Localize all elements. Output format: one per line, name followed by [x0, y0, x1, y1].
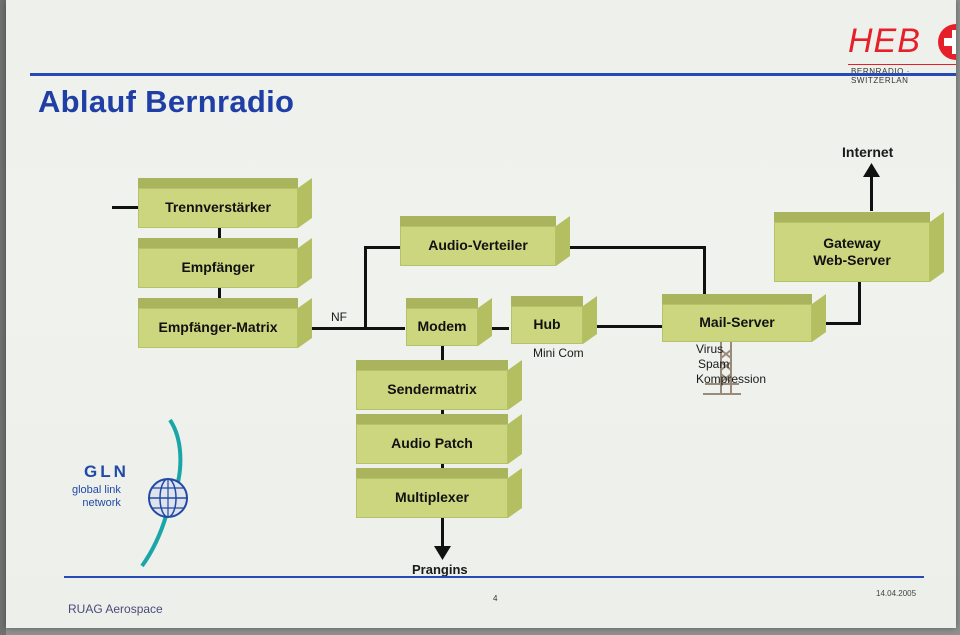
box-label-line2: Web-Server — [813, 252, 891, 268]
link-empf-matrix — [218, 284, 221, 298]
box-label: Mail-Server — [699, 314, 775, 331]
label-spam: Spam — [698, 357, 730, 371]
box-modem: Modem — [406, 298, 478, 346]
label-virus: Virus — [696, 342, 724, 356]
label-kompression: Kompression — [696, 372, 767, 386]
label-internet: Internet — [842, 144, 894, 160]
link-mail-gateway-v — [858, 282, 861, 325]
arrow-up-icon — [863, 163, 880, 177]
link-modem-hub — [479, 327, 509, 330]
page-title: Ablauf Bernradio — [38, 84, 295, 119]
box-hub: Hub — [511, 296, 583, 344]
link-trenn-empf — [218, 224, 221, 238]
link-internet — [870, 175, 873, 211]
header-rule — [30, 73, 956, 76]
logo-underline — [848, 64, 956, 65]
footer-page-number: 4 — [493, 594, 498, 603]
box-label: Empfänger — [181, 259, 255, 276]
box-sendermatrix: Sendermatrix — [356, 360, 508, 410]
antenna-tower-icon — [703, 342, 741, 395]
box-audio-patch: Audio Patch — [356, 414, 508, 464]
arrow-down-icon — [434, 546, 451, 560]
box-label: Trennverstärker — [165, 199, 271, 216]
box-label: Multiplexer — [395, 489, 469, 506]
swiss-cross-icon — [938, 24, 956, 60]
link-nf-vertical — [364, 246, 367, 329]
mail-features: Virus Spam Kompression — [696, 342, 766, 387]
box-label: Empfänger-Matrix — [158, 319, 278, 336]
gln-title: GLN — [84, 462, 129, 481]
gln-line1: global link — [72, 484, 121, 496]
heb-logo-text: HEB — [848, 22, 921, 60]
box-label: Audio Patch — [391, 435, 473, 452]
gln-line2: network — [82, 496, 121, 509]
box-trennverstaerker: Trennverstärker — [138, 178, 298, 228]
box-multiplexer: Multiplexer — [356, 468, 508, 518]
link-mail-gateway-h — [826, 322, 860, 325]
box-label: Modem — [417, 318, 467, 335]
footer-company: RUAG Aerospace — [68, 602, 163, 616]
footer-date: 14.04.2005 — [876, 589, 917, 598]
box-label: Audio-Verteiler — [428, 237, 528, 254]
link-verteiler-right — [570, 246, 706, 249]
link-to-verteiler — [364, 246, 400, 249]
link-modem-sender — [441, 346, 444, 360]
box-empfaenger: Empfänger — [138, 238, 298, 288]
input-line — [112, 206, 138, 209]
label-prangins: Prangins — [412, 562, 468, 577]
box-label: Sendermatrix — [387, 381, 477, 398]
photo-edge — [0, 0, 6, 635]
link-matrix-modem — [299, 327, 405, 330]
box-audio-verteiler: Audio-Verteiler — [400, 216, 556, 266]
gln-subtitle: global link network — [72, 484, 121, 509]
gln-globe-logo-icon — [140, 418, 188, 568]
footer-rule — [64, 576, 924, 578]
box-mail-server: Mail-Server — [662, 294, 812, 342]
link-hub-mail — [584, 325, 662, 328]
box-gateway-web-server: Gateway Web-Server — [774, 212, 930, 282]
box-empfaenger-matrix: Empfänger-Matrix — [138, 298, 298, 348]
link-mux-prangins — [441, 516, 444, 548]
label-nf: NF — [331, 310, 347, 324]
link-verteiler-mail — [703, 246, 706, 294]
box-label-line1: Gateway — [823, 234, 881, 251]
slide: HEB BERNRADIO · SWITZERLAN Ablauf Bernra… — [6, 0, 956, 628]
box-label: Hub — [533, 316, 561, 333]
label-mini-com: Mini Com — [533, 346, 584, 360]
heb-logo-subtitle: BERNRADIO · SWITZERLAN — [851, 67, 911, 85]
